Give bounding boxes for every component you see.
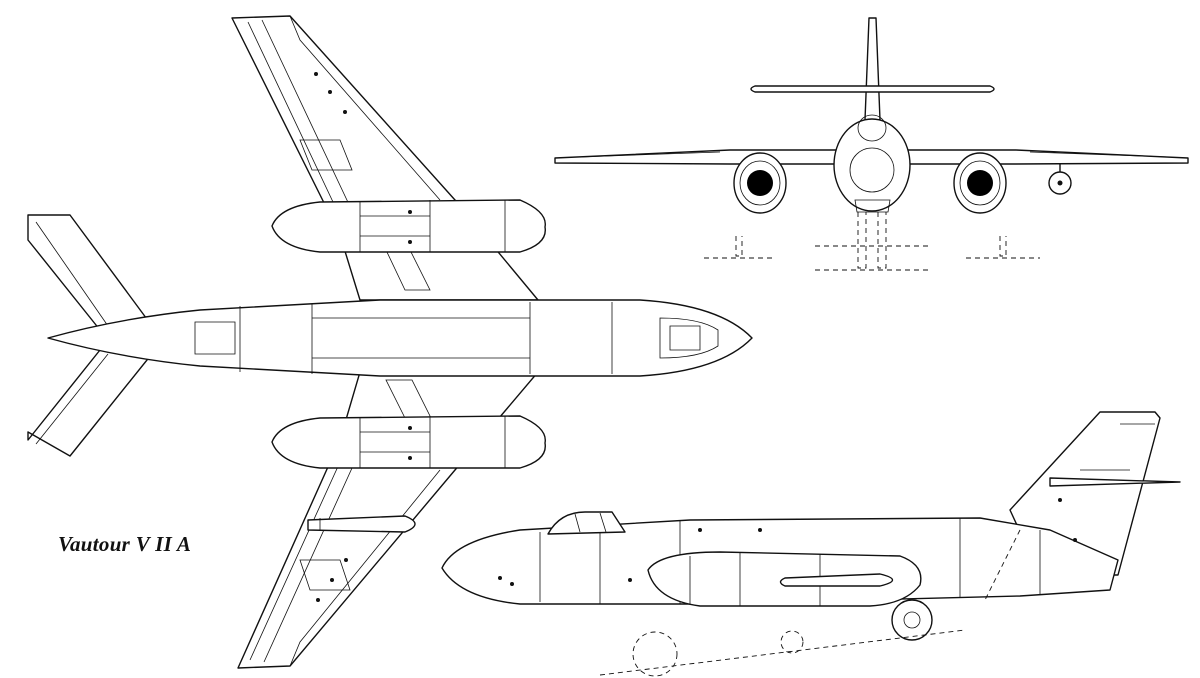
plan-upper-nacelle [271,199,546,253]
aircraft-caption: Vautour V II A [58,532,192,556]
front-undercarriage [704,212,1040,271]
side-gear-retracted [599,629,966,677]
front-store [1048,163,1072,195]
side-canopy [547,511,626,535]
side-panel-details [498,498,1077,586]
front-view [554,17,1189,271]
plan-fuselage [47,299,753,377]
side-store [779,573,894,587]
plan-upper-wing [231,15,539,301]
plan-underwing-store [307,515,416,533]
side-main-wheel [891,599,933,641]
plan-lower-nacelle [271,415,546,469]
front-right-nacelle [953,152,1007,214]
front-left-nacelle [733,152,787,214]
plan-tailplane [27,214,156,457]
side-view [441,411,1181,677]
plan-panel-details [314,72,412,602]
plan-view [27,15,753,669]
front-fin [750,17,995,121]
front-fuselage [833,114,911,213]
